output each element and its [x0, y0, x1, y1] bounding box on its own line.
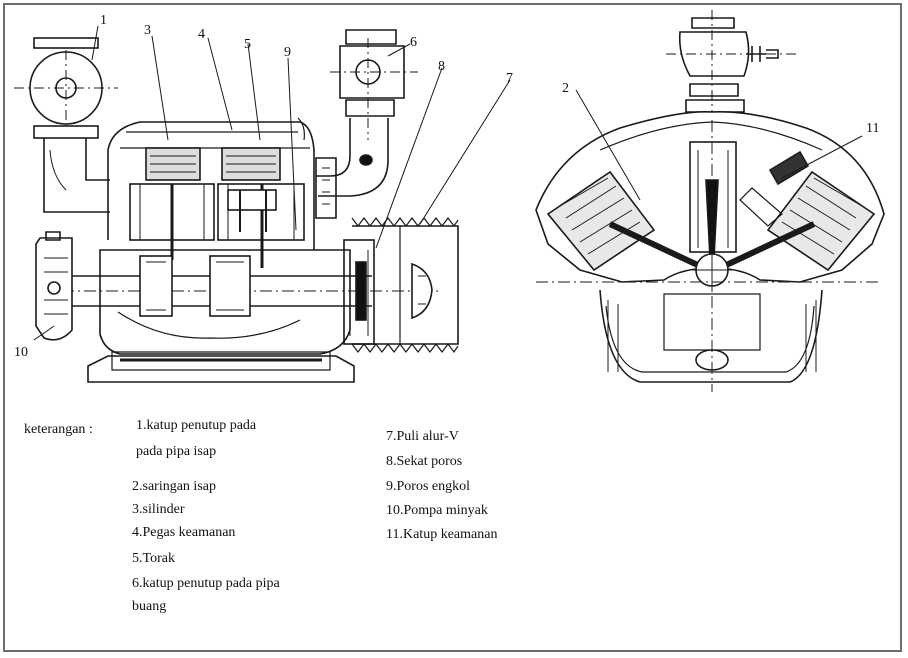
legend-item-2: 2.saringan isap [132, 479, 216, 494]
legend-heading: keterangan : [24, 422, 93, 437]
cylinder-block [107, 117, 337, 268]
legend-item-7: 7.Puli alur-V [386, 429, 459, 444]
suction-valve [14, 37, 118, 213]
front-crankcase [536, 120, 880, 392]
leader-lines-left [33, 25, 511, 341]
discharge-valve [316, 29, 418, 197]
legend-item-10: 10.Pompa minyak [386, 503, 488, 518]
callout-2: 2 [562, 81, 569, 96]
callout-5: 5 [244, 37, 251, 52]
top-valve-assembly [666, 10, 800, 118]
legend-item-11: 11.Katup keamanan [386, 527, 498, 542]
callout-3: 3 [144, 23, 151, 38]
legend-item-3: 3.silinder [132, 502, 185, 517]
callout-6: 6 [410, 35, 417, 50]
leader-lines-right [575, 89, 863, 201]
legend-item-1: 1.katup penutup pada [136, 418, 257, 433]
legend-item-9: 9.Poros engkol [386, 479, 470, 494]
callout-1: 1 [100, 13, 107, 28]
oil-pump [35, 231, 73, 341]
callout-10: 10 [14, 345, 28, 360]
figure-frame [3, 3, 902, 652]
callout-11: 11 [866, 121, 879, 136]
callout-9: 9 [284, 45, 291, 60]
shaft-seal [343, 239, 375, 345]
crankcase [40, 249, 438, 383]
callout-8: 8 [438, 59, 445, 74]
callout-numbers: 1 3 4 5 9 6 8 7 10 2 11 [14, 13, 879, 360]
legend-item-5: 5.Torak [132, 551, 175, 566]
callout-7: 7 [506, 71, 513, 86]
callout-4: 4 [198, 27, 205, 42]
compressor-side-view [14, 25, 511, 383]
legend-item-1-cont: pada pipa isap [136, 444, 217, 459]
v-cylinder-body [535, 111, 885, 290]
legend-item-4: 4.Pegas keamanan [132, 525, 236, 540]
legend-item-8: 8.Sekat poros [386, 454, 463, 469]
legend-item-6-cont: buang [132, 599, 167, 614]
legend-item-6: 6.katup penutup pada pipa [132, 576, 280, 591]
compressor-front-view [535, 10, 885, 392]
v-belt-pulley [351, 217, 459, 354]
